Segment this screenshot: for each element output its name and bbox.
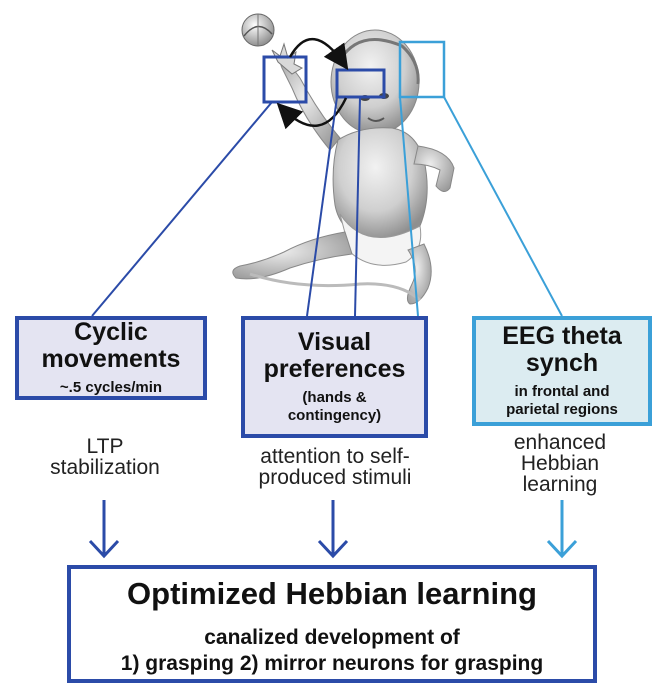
- box-subtitle: (hands & contingency): [287, 389, 382, 424]
- box-title: Visual preferences: [263, 328, 406, 383]
- loop-arrow-icon: [276, 97, 348, 130]
- head-region-box: [398, 40, 446, 99]
- connector-line-eyes-right: [354, 96, 361, 317]
- connector-line-head-right: [443, 96, 563, 317]
- bottom-line-2: 1) grasping 2) mirror neurons for graspi…: [120, 652, 544, 675]
- box-subtitle: ~.5 cycles/min: [59, 379, 163, 396]
- hand-region-box: [262, 55, 308, 104]
- caption-attention: attention to self-produced stimuli: [258, 445, 412, 489]
- box-cyclic-movements: Cyclic movements ~.5 cycles/min: [15, 316, 207, 400]
- connector-line-eyes-left: [306, 96, 338, 317]
- bottom-line-1: canalized development of: [204, 626, 460, 649]
- box-title: EEG theta synch: [502, 322, 622, 377]
- ball-icon: [241, 13, 275, 47]
- caption-enhanced-learning: enhanced Hebbian learning: [513, 431, 607, 496]
- loop-arrow-icon: [288, 38, 349, 71]
- eyes-region-box: [335, 68, 386, 99]
- down-arrow-icon: [317, 500, 349, 559]
- down-arrow-icon: [546, 500, 578, 559]
- box-eeg-theta-synch: EEG theta synch in frontal and parietal …: [472, 316, 652, 426]
- box-title: Cyclic movements: [41, 318, 181, 373]
- connector-line-hand: [91, 101, 273, 317]
- bottom-box-optimized-learning: Optimized Hebbian learning canalized dev…: [67, 565, 597, 683]
- box-visual-preferences: Visual preferences (hands & contingency): [241, 316, 428, 438]
- box-subtitle: in frontal and parietal regions: [506, 383, 618, 418]
- bottom-title: Optimized Hebbian learning: [127, 576, 537, 611]
- caption-ltp-stabilization: LTP stabilization: [50, 435, 160, 479]
- connector-line-head-left: [399, 96, 419, 317]
- down-arrow-icon: [88, 500, 120, 559]
